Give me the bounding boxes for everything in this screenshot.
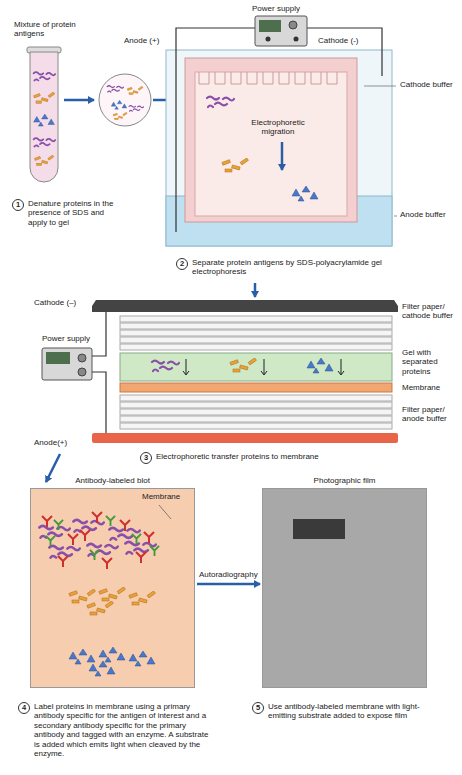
photographic-film — [262, 488, 427, 688]
edge-label: Autoradiography — [198, 570, 259, 580]
label-text: Gel with separated proteins — [402, 348, 458, 376]
label-text: Denature proteins in the presence of SDS… — [28, 199, 120, 227]
callout-number: 2 — [176, 258, 188, 270]
label-text: Filter paper/ cathode buffer — [402, 302, 458, 321]
label-text: Anode (+) — [124, 36, 168, 45]
arrow-connector — [197, 583, 260, 586]
label-text: Label proteins in membrane using a prima… — [34, 702, 216, 759]
callout-number: 4 — [18, 702, 30, 714]
label-text: Membrane — [402, 383, 458, 392]
label-text: Electrophoretic migration — [240, 118, 316, 137]
label-text: Filter paper/ anode buffer — [402, 405, 458, 424]
film-drawing — [263, 489, 428, 689]
label-text: Cathode (-) — [318, 36, 366, 45]
callout-number: 3 — [140, 452, 152, 464]
blot-drawing — [31, 489, 196, 689]
label-text: Anode(+) — [34, 438, 90, 447]
membrane-blot — [30, 488, 195, 688]
callout-number: 5 — [252, 702, 264, 714]
label-text: Separate protein antigens by SDS-polyacr… — [192, 258, 422, 277]
label-text: Power supply — [252, 4, 322, 13]
panel-heading: Photographic film — [262, 476, 427, 486]
label-text: Anode buffer — [400, 210, 456, 219]
panel-heading: Antibody-labeled blot — [30, 476, 195, 486]
label-text: Cathode buffer — [400, 80, 456, 89]
label-text: Power supply — [42, 334, 98, 343]
label-text: Membrane — [142, 492, 190, 501]
label-text: Cathode (–) — [34, 298, 90, 307]
label-text: Mixture of protein antigens — [14, 20, 92, 39]
label-text: Use antibody-labeled membrane with light… — [268, 702, 438, 721]
figure-panel: Antibody-labeled blot — [30, 476, 195, 688]
label-text: Electrophoretic transfer proteins to mem… — [156, 452, 386, 461]
figure-panel: Photographic film — [262, 476, 427, 688]
callout-number: 1 — [12, 199, 24, 211]
